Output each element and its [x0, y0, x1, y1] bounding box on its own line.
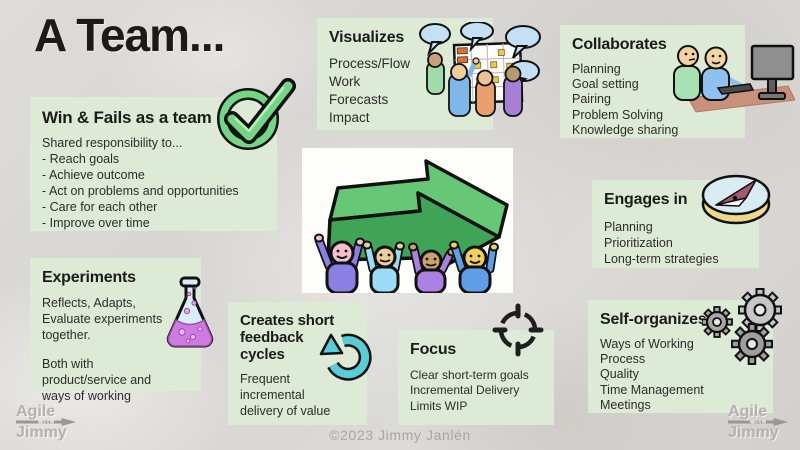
feedback-cycles-body: Frequent incremental delivery of value	[240, 372, 331, 419]
win-fails-item: - Care for each other	[42, 200, 158, 215]
self-organizes-item: Ways of Working	[600, 336, 694, 351]
gears-icon	[702, 288, 782, 365]
visualizes-item: Work	[329, 73, 361, 89]
collaborates-item: Goal setting	[572, 77, 639, 92]
engages-item: Long-term strategies	[604, 251, 719, 266]
watermark-with-text: WITH	[749, 418, 767, 425]
self-organizes-item: Process	[600, 352, 646, 367]
focus-title: Focus	[410, 341, 457, 358]
watermark-agile-text: Agile	[16, 403, 56, 420]
win-fails-item: - Achieve outcome	[42, 168, 145, 183]
feedback-cycles-title: Creates short feedback cycles	[240, 312, 335, 363]
watermark-jimmy-text: Jimmy	[728, 424, 779, 441]
crosshair-icon	[492, 303, 544, 357]
watermark-agile-text: Agile	[728, 403, 768, 420]
collaborates-item: Planning	[572, 61, 621, 76]
focus-item: Limits WIP	[410, 398, 468, 413]
page-title: A Team...	[34, 9, 225, 61]
watermark-arrow: WITH	[728, 418, 788, 426]
self-organizes-item: Time Management	[600, 382, 704, 397]
experiments-box: Experiments Reflects, Adapts, Evaluate e…	[30, 258, 201, 403]
team-at-sticky-board-illustration	[419, 22, 541, 117]
experiments-paragraph: Both with product/service and ways of wo…	[42, 356, 152, 403]
self-organizes-item: Quality	[600, 367, 639, 382]
agile-with-jimmy-watermark: Agile WITH Jimmy	[728, 403, 788, 441]
engages-item: Planning	[604, 219, 653, 234]
focus-item: Clear short-term goals	[410, 367, 529, 382]
compass-icon	[701, 174, 771, 225]
copyright-text: ©2023 Jimmy Janlén	[329, 427, 471, 443]
win-fails-intro: Shared responsibility to...	[42, 136, 183, 151]
agile-with-jimmy-watermark: Agile WITH Jimmy	[16, 403, 76, 441]
pair-at-computer-illustration	[673, 44, 795, 113]
win-fails-item: - Improve over time	[42, 216, 150, 231]
team-carrying-arrow-svg	[314, 159, 509, 295]
flask-icon	[166, 276, 214, 348]
focus-item: Incremental Delivery	[410, 383, 520, 398]
team-carrying-arrow-illustration	[302, 148, 513, 295]
visualizes-item: Forecasts	[329, 91, 389, 107]
engages-title: Engages in	[604, 191, 688, 208]
self-organizes-item: Meetings	[600, 397, 651, 412]
self-organizes-title: Self-organizes	[600, 311, 707, 328]
visualizes-item: Process/Flow	[329, 55, 411, 71]
self-organizes-box: Self-organizes Ways of Working Process Q…	[588, 300, 773, 413]
cycle-arrow-icon	[319, 333, 372, 381]
feedback-cycles-box: Creates short feedback cycles Frequent i…	[228, 302, 367, 425]
visualizes-item: Impact	[329, 109, 370, 125]
win-fails-title: Win & Fails as a team	[42, 108, 212, 127]
experiments-paragraph: Reflects, Adapts, Evaluate experiments t…	[42, 295, 163, 342]
experiments-title: Experiments	[42, 269, 136, 286]
collaborates-item: Problem Solving	[572, 107, 664, 122]
visualizes-title: Visualizes	[329, 29, 405, 46]
engages-item: Prioritization	[604, 235, 673, 250]
collaborates-title: Collaborates	[572, 36, 667, 53]
win-fails-item: - Reach goals	[42, 152, 120, 167]
win-fails-item: - Act on problems and opportunities	[42, 184, 239, 199]
watermark-jimmy-text: Jimmy	[16, 424, 67, 441]
collaborates-item: Pairing	[572, 92, 611, 107]
watermark-arrow: WITH	[16, 418, 76, 426]
watermark-with-text: WITH	[37, 418, 55, 425]
collaborates-item: Knowledge sharing	[572, 122, 679, 137]
check-circle-icon	[217, 78, 296, 150]
